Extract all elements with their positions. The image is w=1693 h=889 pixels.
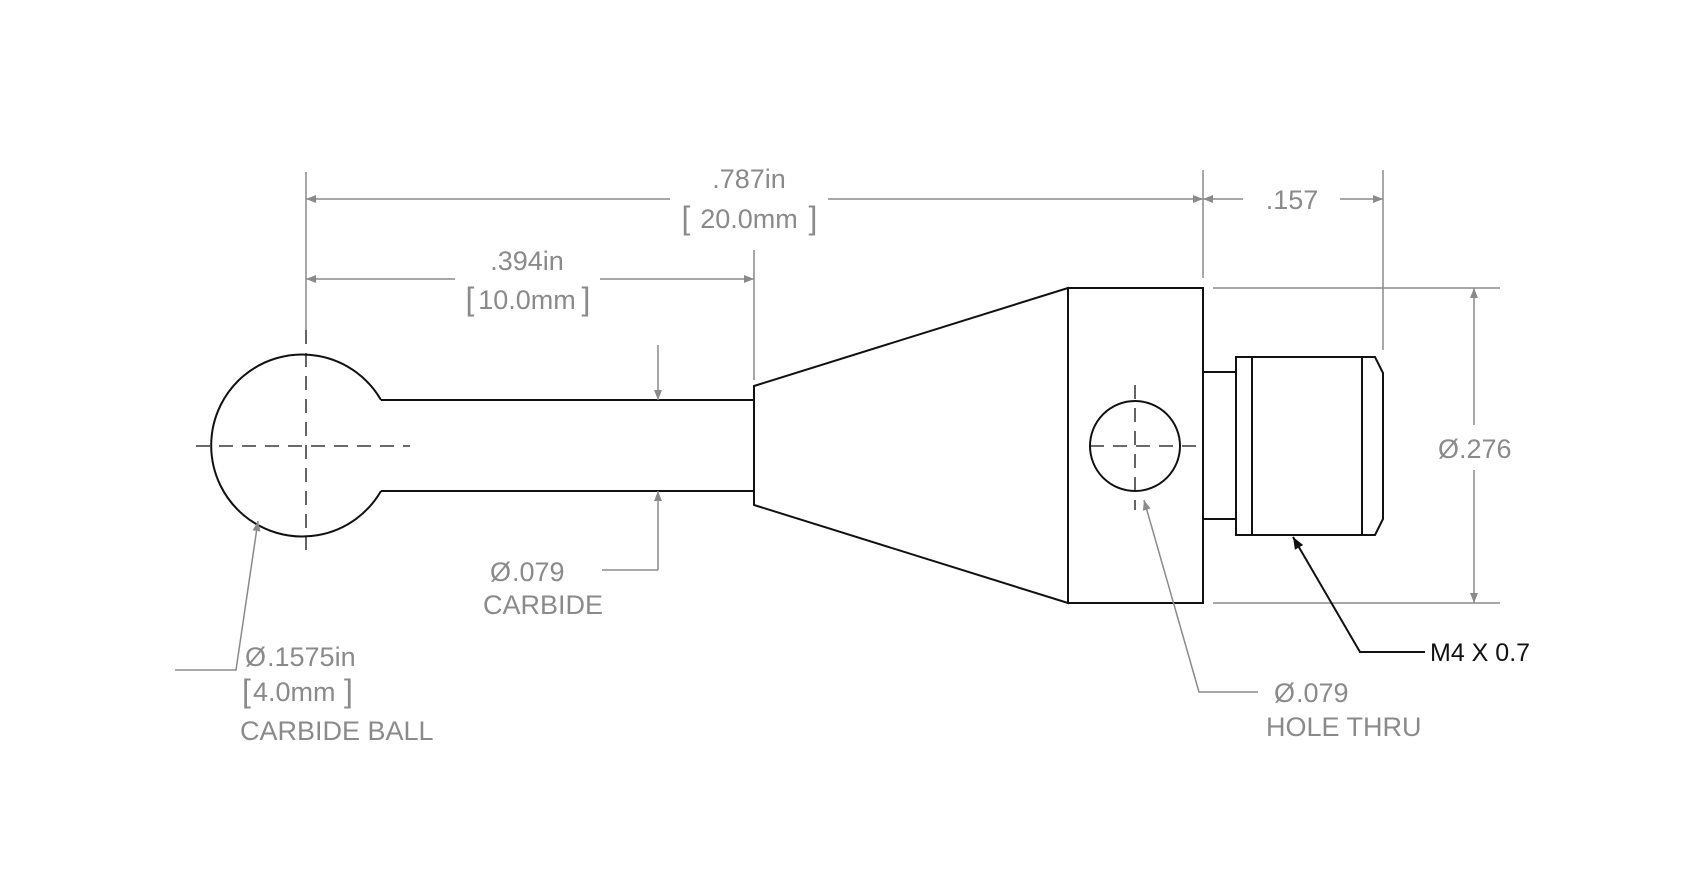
ball-diameter-in: .1575in (267, 642, 356, 672)
body-diameter-value: .276 (1459, 434, 1512, 464)
overall-length-bracket-open: [ (682, 200, 691, 236)
centerlines (196, 330, 1200, 550)
ball-callout-leader (175, 520, 261, 671)
thread-callout-leader (1292, 536, 1425, 653)
shaft-length-bracket-close: ] (582, 281, 591, 317)
thread-spec: M4 X 0.7 (1430, 639, 1530, 667)
overall-length-mm: 20.0mm (700, 204, 798, 234)
hole-callout-leader (1142, 499, 1258, 693)
shaft-length-mm: 10.0mm (478, 285, 576, 315)
diameter-symbol-ball: Ø (245, 642, 266, 672)
ball-diameter-mm: 4.0mm (253, 677, 336, 707)
ball-bracket-open: [ (242, 673, 251, 709)
thread-length-value: .157 (1266, 185, 1319, 215)
diameter-symbol-stem: Ø (490, 557, 511, 587)
tapered-cone (753, 286, 1069, 605)
overall-length-in: .787in (712, 164, 786, 194)
thread-relief (1202, 371, 1237, 520)
stem-diameter-value: .079 (512, 557, 565, 587)
shaft-length-bracket-open: [ (466, 281, 475, 317)
threaded-end (1235, 356, 1384, 536)
overall-length-bracket-close: ] (809, 200, 818, 236)
ball-material: CARBIDE BALL (240, 716, 434, 746)
stem-material: CARBIDE (483, 590, 603, 620)
ball-bracket-close: ] (344, 673, 353, 709)
dimension-lines (175, 170, 1500, 693)
shaft-length-in: .394in (490, 246, 564, 276)
diameter-symbol-hole: Ø (1274, 678, 1295, 708)
carbide-ball (210, 353, 382, 538)
diameter-symbol-body: Ø (1438, 434, 1459, 464)
hole-note: HOLE THRU (1266, 712, 1422, 742)
hole-diameter-value: .079 (1296, 678, 1349, 708)
